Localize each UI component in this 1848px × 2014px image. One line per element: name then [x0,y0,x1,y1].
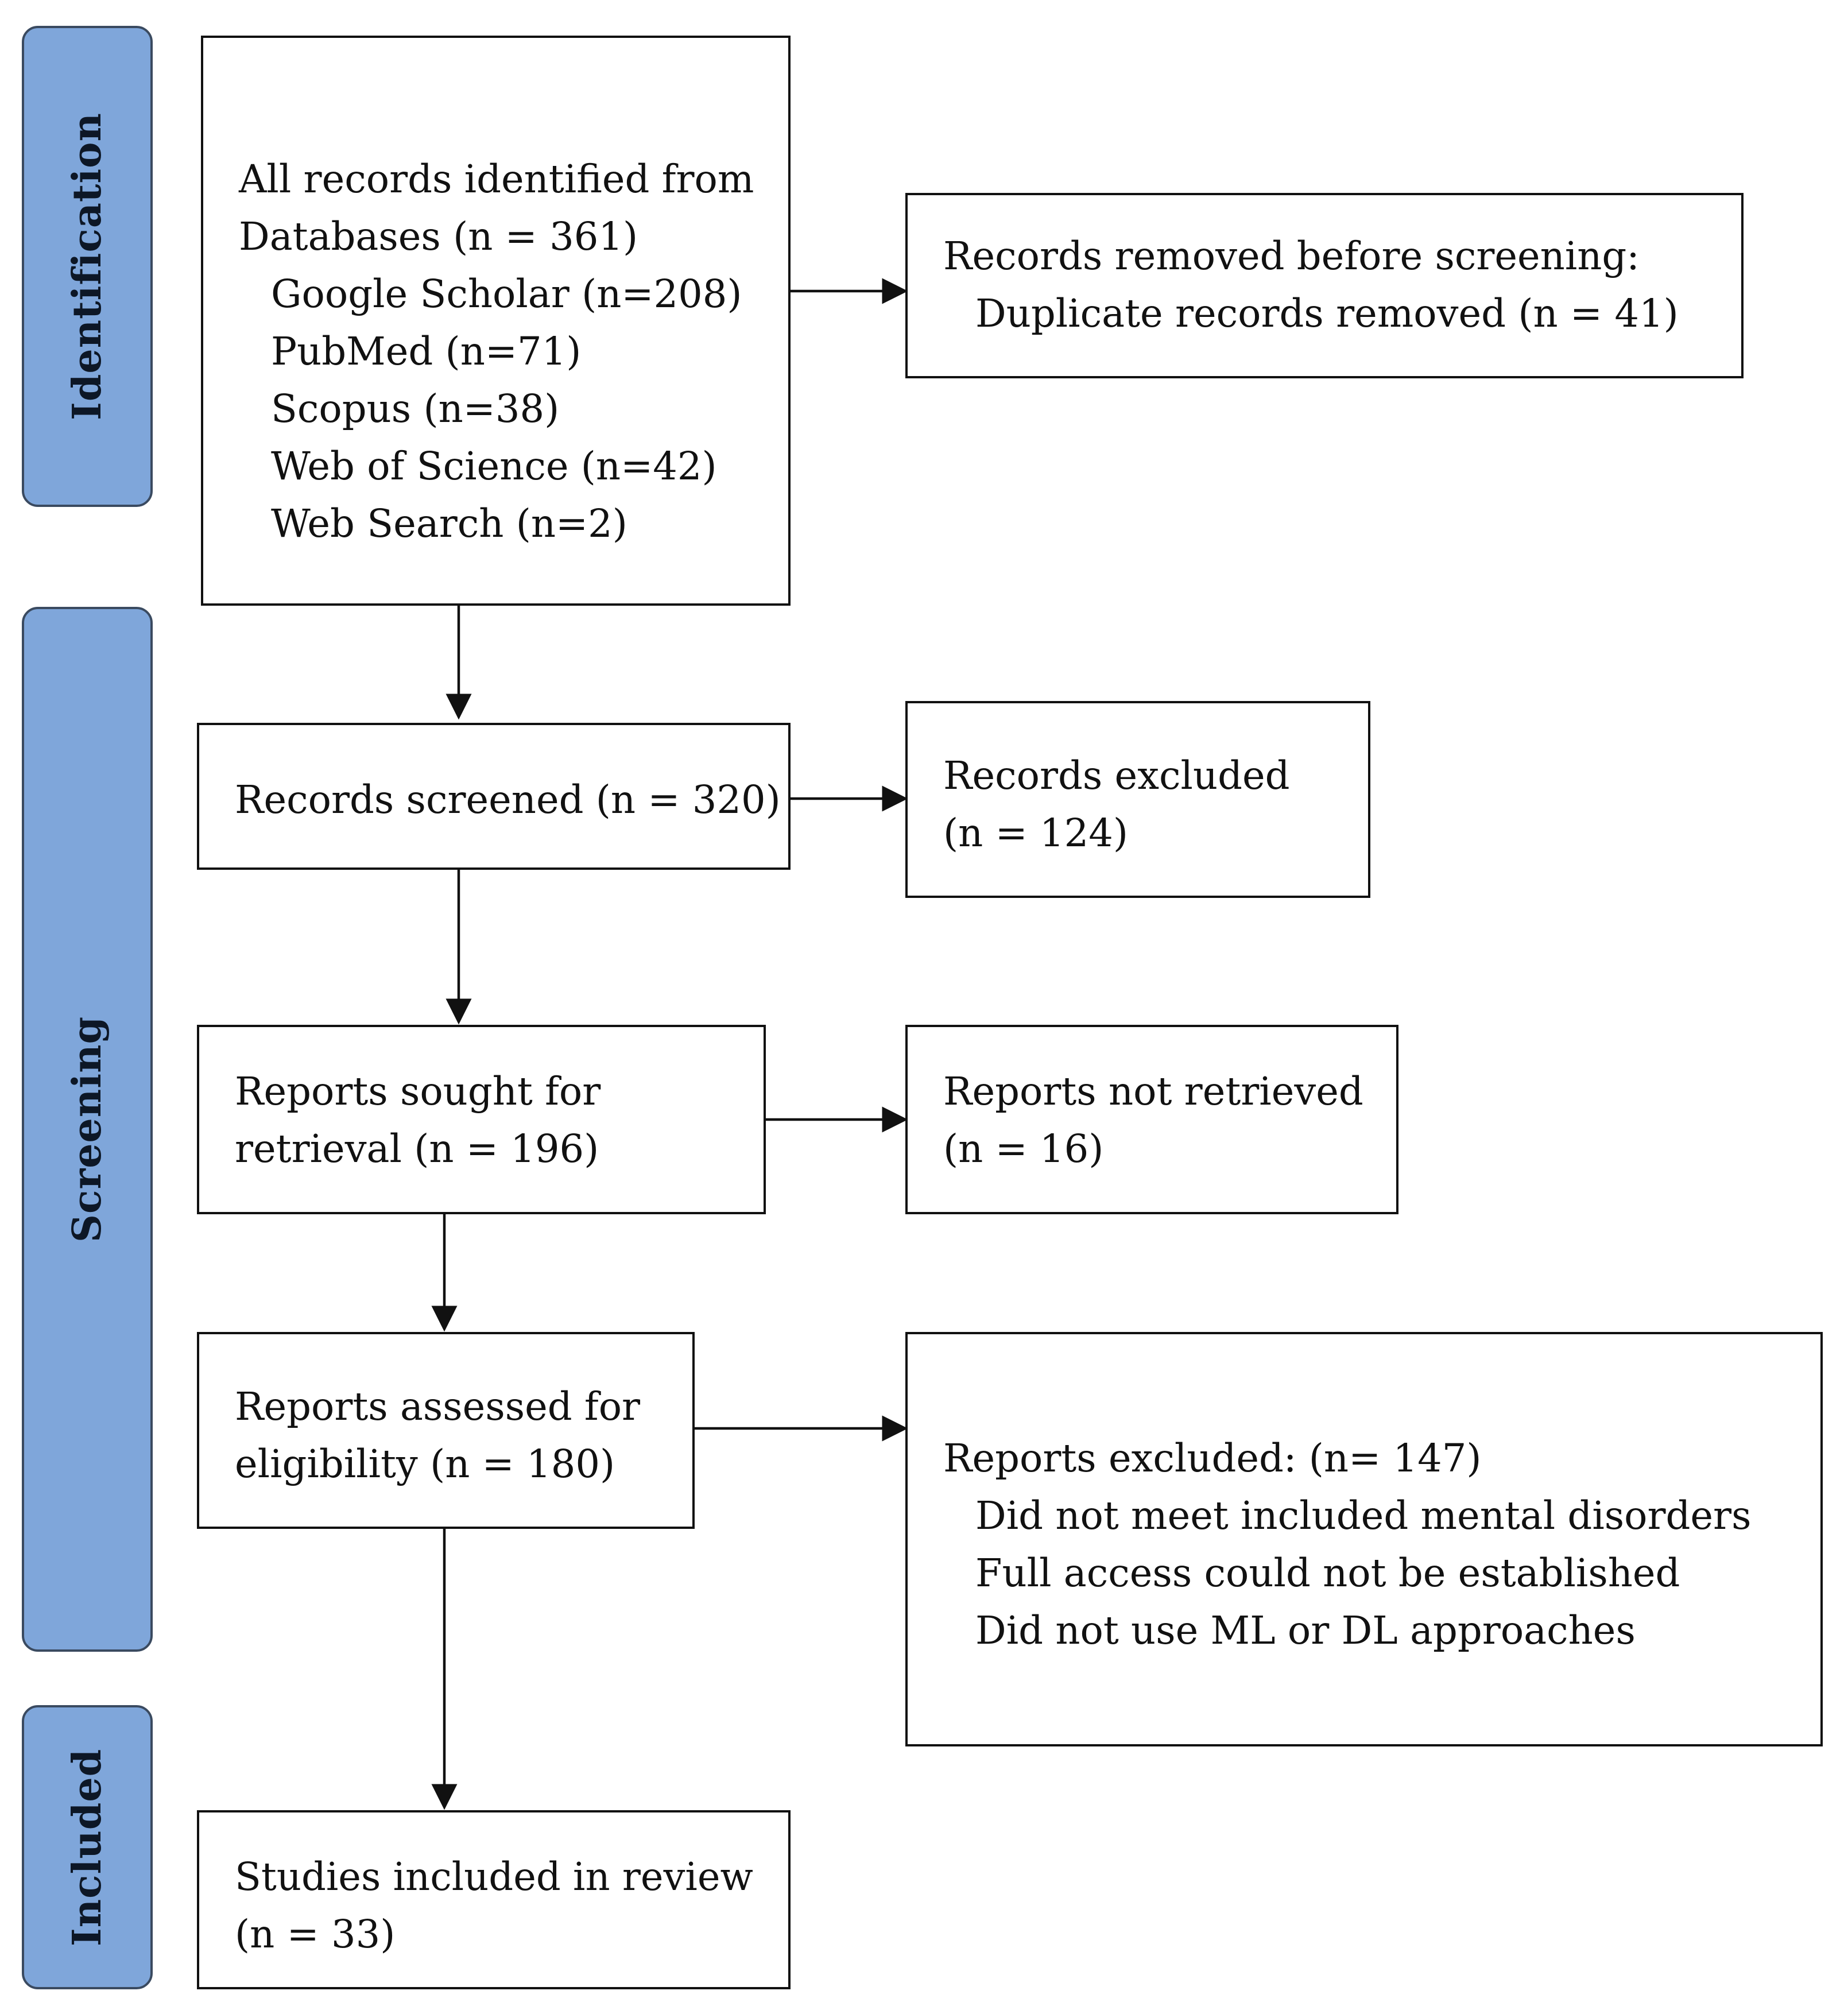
records-identified-line1: All records identified from [239,157,754,202]
phase-screening: Screening [22,607,153,1652]
source-web-of-science: Web of Science (n=42) [271,444,717,489]
reports-not-retrieved-line1: Reports not retrieved [943,1069,1363,1114]
records-excluded-line2: (n = 124) [943,811,1129,855]
phase-included: Included [22,1705,153,1989]
records-identified-line2: Databases (n = 361) [239,214,638,259]
records-screened-box: Records screened (n = 320) [197,723,791,870]
records-removed-line2: Duplicate records removed (n = 41) [975,291,1679,336]
reports-assessed-line2: eligibility (n = 180) [235,1442,615,1486]
exclusion-reason: Did not use ML or DL approaches [975,1608,1636,1653]
studies-included-line1: Studies included in review [235,1854,753,1899]
exclusion-reason: Full access could not be established [975,1551,1680,1595]
reports-not-retrieved-box: Reports not retrieved (n = 16) [905,1025,1398,1214]
reports-sought-box: Reports sought for retrieval (n = 196) [197,1025,766,1214]
exclusion-reason: Did not meet included mental disorders [975,1493,1752,1538]
records-screened-line1: Records screened (n = 320) [235,777,781,822]
records-removed-line1: Records removed before screening: [943,234,1640,278]
source-google-scholar: Google Scholar (n=208) [271,272,742,316]
reports-excluded-line1: Reports excluded: (n= 147) [943,1436,1482,1481]
reports-not-retrieved-line2: (n = 16) [943,1126,1104,1171]
records-excluded-box: Records excluded (n = 124) [905,701,1370,898]
source-web-search: Web Search (n=2) [271,501,627,546]
reports-sought-line1: Reports sought for [235,1069,601,1114]
reports-assessed-box: Reports assessed for eligibility (n = 18… [197,1332,695,1529]
phase-identification: Identification [22,26,153,507]
reports-assessed-line1: Reports assessed for [235,1384,641,1429]
records-identified-box: All records identified from Databases (n… [201,36,791,606]
reports-sought-line2: retrieval (n = 196) [235,1126,599,1171]
studies-included-box: Studies included in review (n = 33) [197,1810,791,1989]
source-pubmed: PubMed (n=71) [271,329,582,374]
reports-excluded-box: Reports excluded: (n= 147) Did not meet … [905,1332,1823,1746]
source-scopus: Scopus (n=38) [271,386,560,431]
studies-included-line2: (n = 33) [235,1912,396,1957]
records-removed-box: Records removed before screening: Duplic… [905,193,1744,378]
records-excluded-line1: Records excluded [943,753,1290,798]
